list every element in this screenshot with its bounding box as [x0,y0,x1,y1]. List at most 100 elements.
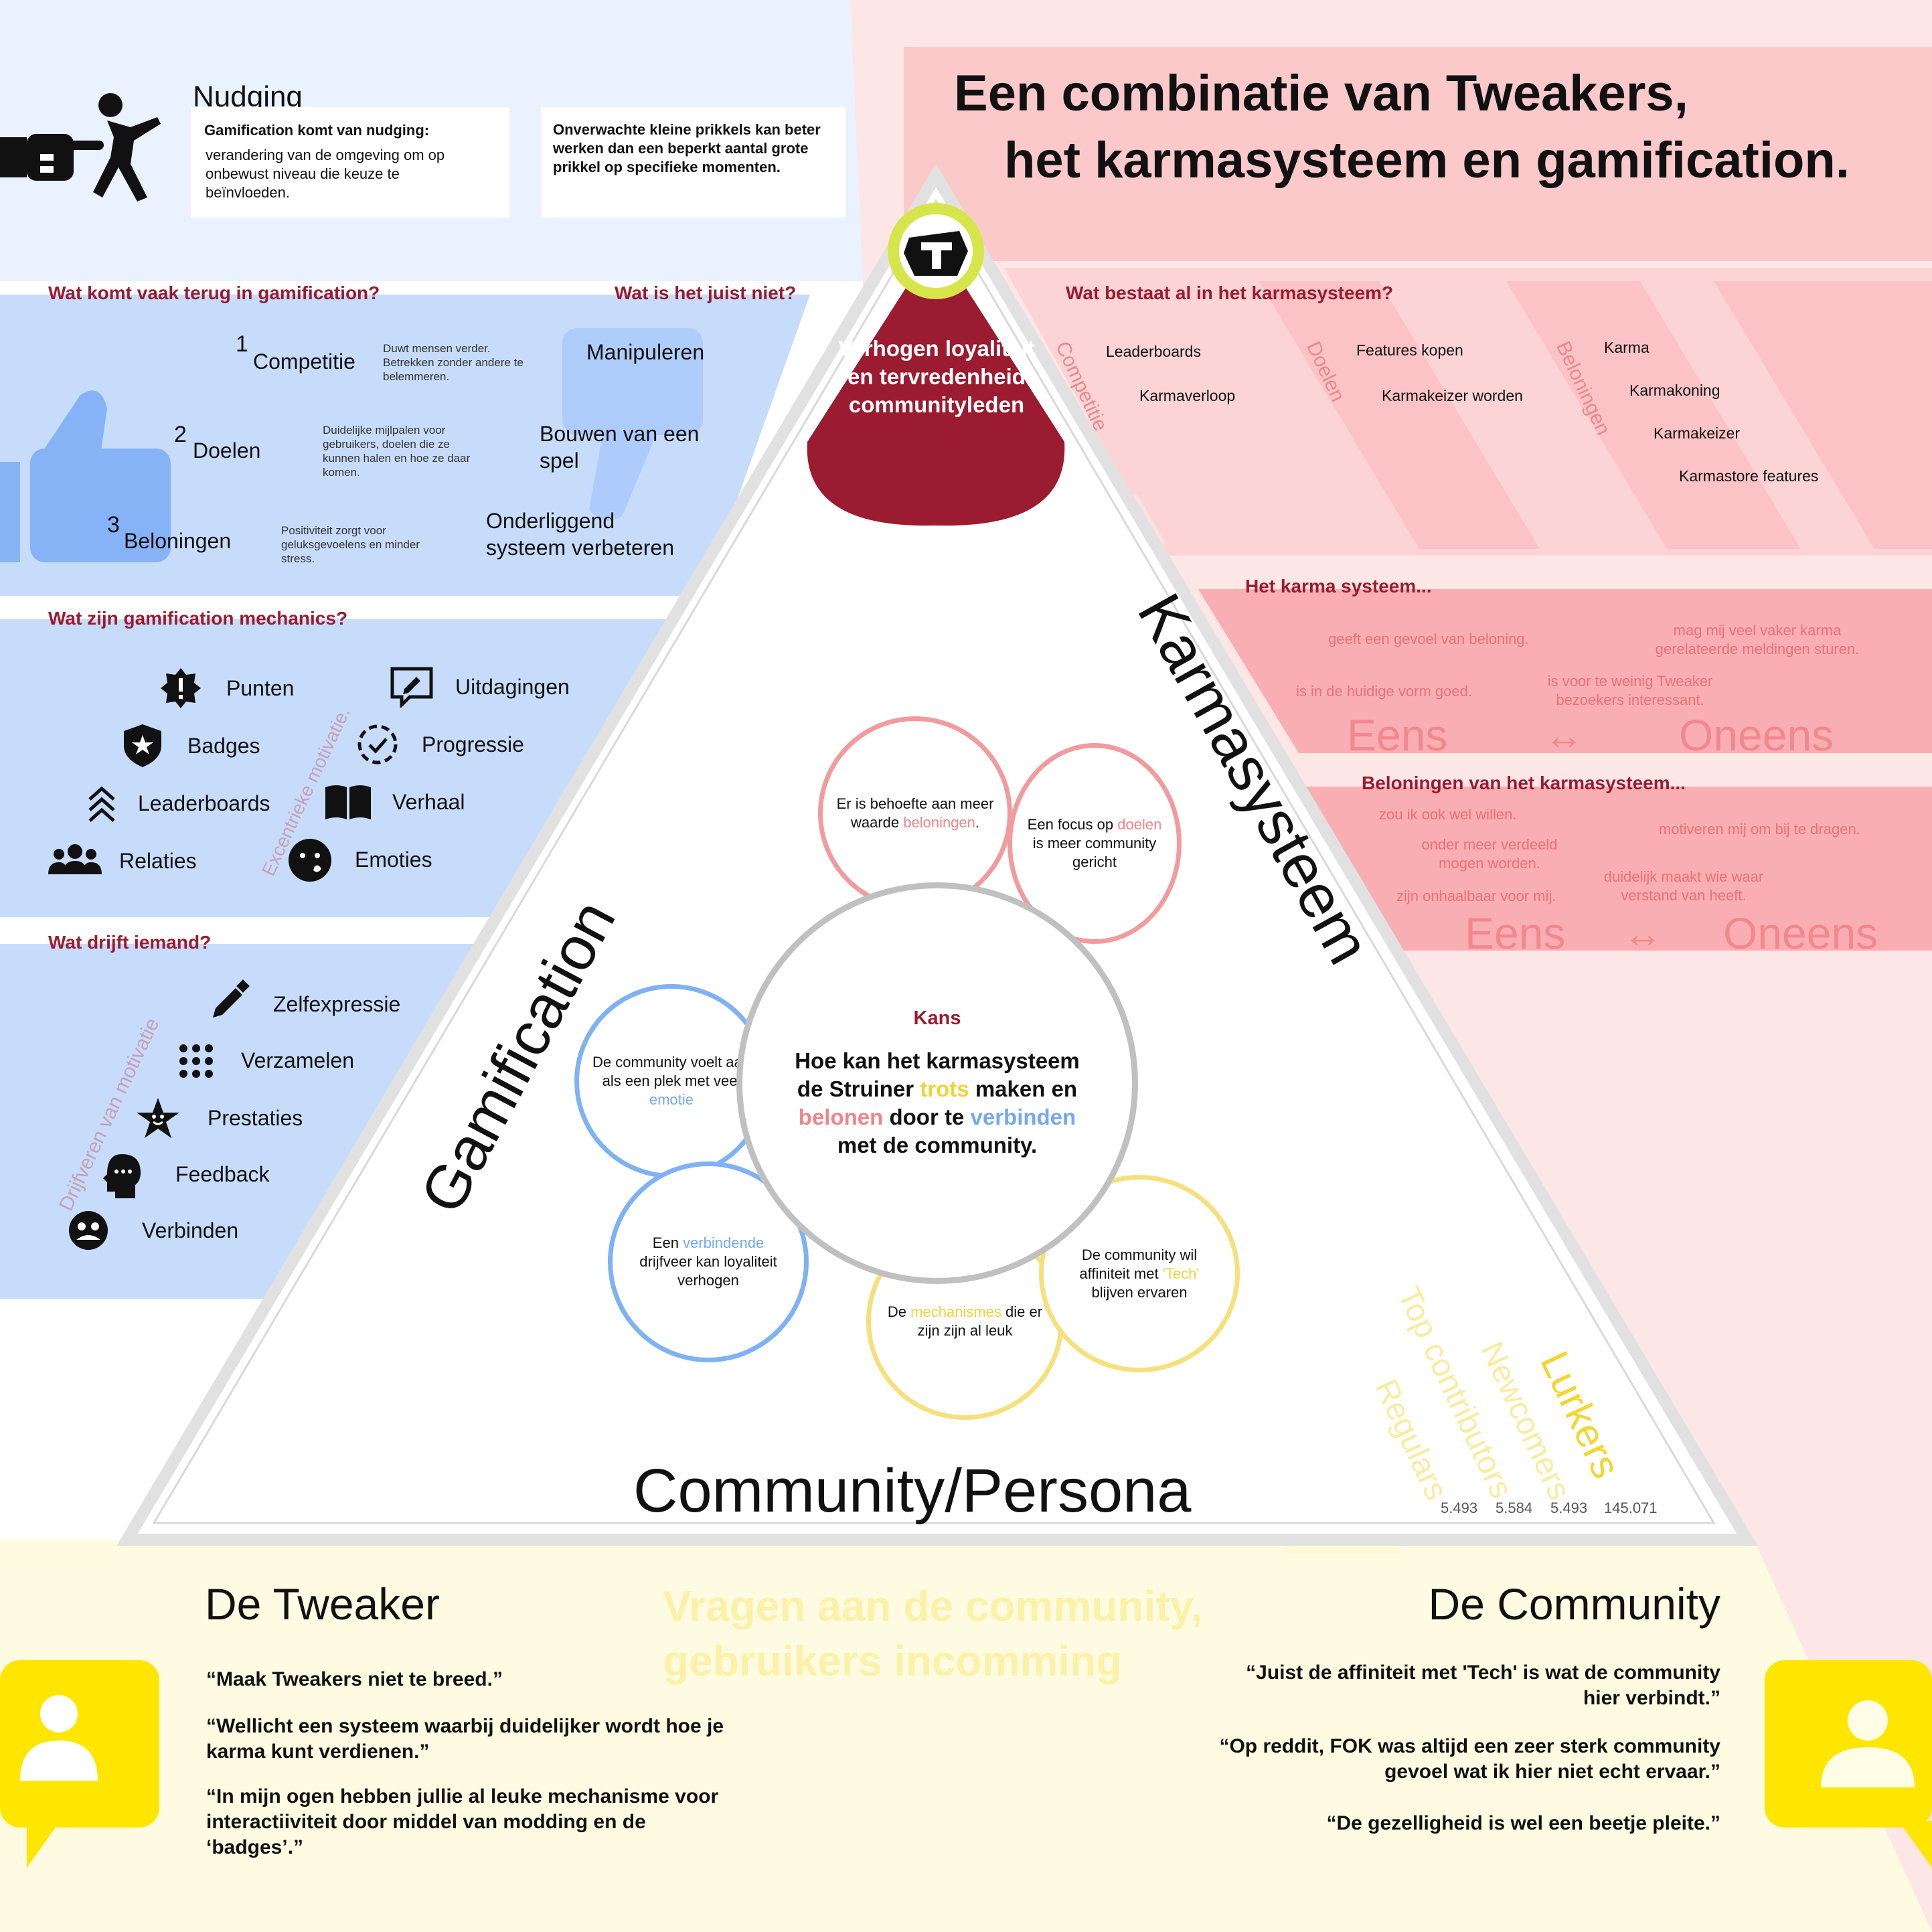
bubble-blue-verbindende: Een verbindende drijfveer kan loyaliteit… [608,1161,809,1362]
item-desc-beloningen: Positiviteit zorgt voor geluksgevoelens … [281,524,420,565]
center-kans-circle: Kans Hoe kan het karmasysteem de Struine… [736,882,1138,1284]
item-desc-competitie: Duwt mensen verder. Betrekken zonder and… [383,342,524,383]
mechanic-punten: Punten [226,676,295,700]
karma-item-karmakeizer-worden: Karmakeizer worden [1382,387,1523,404]
question-gamification-terug: Wat komt vaak terug in gamification? [48,283,380,303]
karma-oneens-2: Oneens [1723,908,1878,958]
community-quote-2: “Op reddit, FOK was altijd een zeer ster… [1219,1735,1720,1783]
bubble-pink-beloningen: Er is behoefte aan meer waarde beloninge… [818,716,1012,910]
drijft-feedback: Feedback [175,1162,270,1186]
beloningen-statement-4: duidelijk maakt wie waar verstand van he… [1603,868,1764,904]
group-chat-icon-right [1765,1660,1932,1868]
karma-item-karma: Karma [1604,339,1649,356]
leaderboard-chevrons-icon [88,786,115,822]
mechanic-leaderboards: Leaderboards [138,791,270,815]
top-node-shape [807,203,1065,526]
walking-person-icon [93,93,161,202]
item-desc-doelen: Duidelijke mijlpalen voor gebruikers, do… [323,424,471,479]
nudging-card-1: Gamification komt van nudging: veranderi… [191,107,509,218]
badge-shield-icon [124,724,161,767]
nudging-card1-text: verandering van de omgeving om op onbewu… [206,147,445,201]
mechanic-verhaal: Verhaal [392,790,465,814]
karma-statement-1: geeft een gevoel van beloning. [1328,631,1529,647]
item-number-1: 1 [236,331,248,357]
item-label-beloningen: Beloningen [124,529,232,553]
tweaker-quote-3: “In mijn ogen hebben jullie al leuke mec… [206,1785,719,1858]
drijft-zelfexpressie: Zelfexpressie [273,992,401,1016]
center-question: Hoe kan het karmasysteem de Struiner tro… [795,1048,1080,1157]
top-node-text: Verhogen loyaliteit en tervredenheid com… [838,336,1035,417]
karma-item-leaderboards: Leaderboards [1106,343,1201,360]
karma-eens-2: Eens [1465,908,1566,958]
drijft-verzamelen: Verzamelen [241,1048,354,1072]
pencil-icon [213,979,250,1018]
connect-face-icon [69,1211,108,1250]
drijft-verbinden: Verbinden [142,1218,239,1242]
juist-niet-manipuleren: Manipuleren [586,340,705,364]
karma-arrow-2: ↔ [1623,911,1663,956]
persona-count-regulars: 5.493 [1441,1500,1478,1516]
beloningen-statement-3: onder meer verdeeld mogen worden. [1421,836,1558,872]
center-faded-heading: Vragen aan de community, gebruikers inco… [663,1582,1203,1685]
beloningen-karma-heading: Beloningen van het karmasysteem... [1362,773,1686,793]
mechanic-emoties: Emoties [355,848,432,872]
mechanic-progressie: Progressie [422,732,524,756]
feedback-head-icon [103,1154,141,1198]
item-label-doelen: Doelen [193,438,261,463]
juist-niet-systeem: Onderliggend systeem verbeteren [486,509,675,560]
main-title-line2: het karmasysteem en gamification. [1004,132,1850,189]
mechanic-uitdagingen: Uitdagingen [455,675,570,699]
question-karma-bestaat: Wat bestaat al in het karmasysteem? [1066,283,1394,303]
karma-statement-3: is in de huidige vorm goed. [1296,683,1472,700]
center-kans-label: Kans [913,1007,961,1029]
beloningen-statement-2: motiveren mij om bij te dragen. [1659,821,1860,837]
karma-item-karmaverloop: Karmaverloop [1139,387,1236,404]
dots-grid-icon [179,1044,213,1078]
mechanic-relaties: Relaties [119,849,197,873]
item-number-2: 2 [174,422,187,447]
mechanic-badges: Badges [187,734,260,758]
progress-icon [357,724,398,764]
story-book-icon [325,785,371,819]
karma-oneens-1: Oneens [1679,710,1834,760]
karma-item-features-kopen: Features kopen [1356,341,1463,359]
drijft-prestaties: Prestaties [208,1106,303,1130]
question-mechanics: Wat zijn gamification mechanics? [48,608,348,629]
persona-count-top-contributors: 5.584 [1496,1500,1533,1516]
tweaker-quote-2: “Wellicht een systeem waarbij duidelijke… [206,1715,724,1763]
karma-item-karmakoning: Karmakoning [1629,382,1720,399]
karma-statement-4: is voor te weinig Tweaker bezoekers inte… [1547,673,1713,708]
nudging-card2-text: Onverwachte kleine prikkels kan beter we… [553,121,821,175]
nudging-card1-bold: Gamification komt van nudging: [204,122,430,139]
emotions-face-icon [289,839,331,882]
item-number-3: 3 [107,512,120,538]
juist-niet-spel: Bouwen van een spel [540,422,700,473]
karma-statement-2: mag mij veel vaker karma gerelateerde me… [1655,622,1860,657]
community-title: De Community [1428,1579,1720,1629]
item-label-competitie: Competitie [253,349,355,374]
community-quote-1: “Juist de affiniteit met 'Tech' is wat d… [1246,1662,1720,1709]
challenge-icon [390,667,433,708]
points-badge-icon [161,668,201,708]
main-title-line1: Een combinatie van Tweakers, [954,65,1688,122]
beloningen-statement-5: zijn onhaalbaar voor mij. [1396,888,1556,904]
tweaker-title: De Tweaker [205,1579,440,1629]
star-smile-icon [137,1098,179,1138]
karma-arrow-1: ↔ [1544,713,1584,758]
question-juist-niet: Wat is het juist niet? [615,283,797,303]
karma-systeem-heading: Het karma systeem... [1245,576,1432,596]
question-drijft: Wat drijft iemand? [48,932,212,953]
karma-item-karmastore: Karmastore features [1679,467,1819,485]
karma-item-karmakeizer: Karmakeizer [1654,424,1741,442]
tweaker-quote-1: “Maak Tweakers niet te breed.” [206,1668,503,1690]
karma-eens-1: Eens [1347,710,1448,760]
community-quote-3: “De gezelligheid is wel een beetje pleit… [1326,1812,1720,1834]
side-label-community-persona: Community/Persona [633,1457,1192,1525]
persona-count-newcomers: 5.493 [1550,1500,1588,1516]
persona-count-lurkers: 145.071 [1604,1500,1658,1516]
nudging-card-2: Onverwachte kleine prikkels kan beter we… [541,107,846,218]
user-chat-icon-left [0,1660,159,1868]
relations-group-icon [48,844,102,874]
pointing-hand-icon [0,134,104,181]
beloningen-statement-1: zou ik ook wel willen. [1379,806,1517,823]
